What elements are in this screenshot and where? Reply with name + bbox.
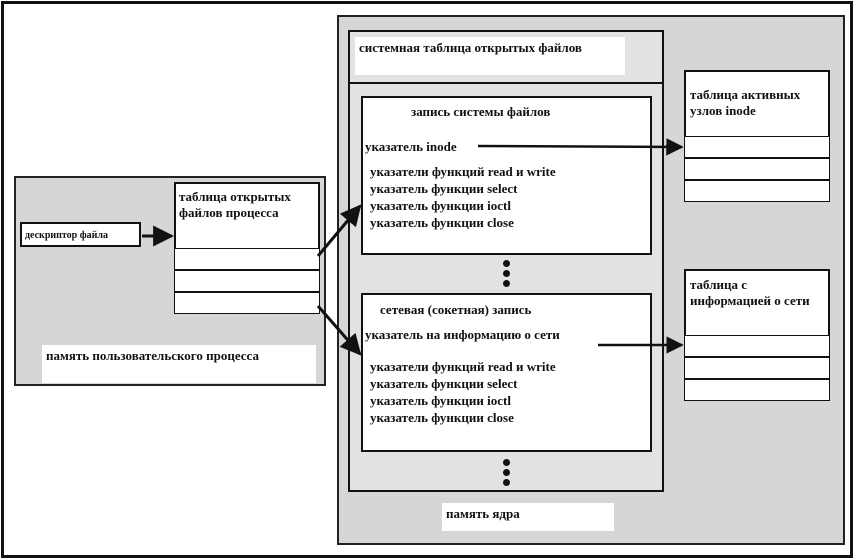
net-item: указатель функции ioctl xyxy=(370,393,511,408)
kernel-memory-label: память ядра xyxy=(442,503,614,531)
net-item: указатели функций read и write xyxy=(370,359,556,374)
fs-item: указатели функций read и write xyxy=(370,164,556,179)
ellipsis-dot xyxy=(503,459,510,466)
ellipsis-dot xyxy=(503,280,510,287)
net-pointer-label: указатель на информацию о сети xyxy=(365,327,560,342)
fs-item: указатель функции ioctl xyxy=(370,198,511,213)
fs-item: указатель функции close xyxy=(370,215,514,230)
inode-table-row xyxy=(684,158,830,180)
net-info-table-row xyxy=(684,357,830,379)
user-memory-label: память пользовательского процесса xyxy=(42,345,316,383)
ellipsis-dot xyxy=(503,260,510,267)
fs-record-box xyxy=(361,96,652,255)
fs-item: указатель функции select xyxy=(370,181,518,196)
file-descriptor-box: дескриптор файла xyxy=(20,222,141,247)
process-table-row xyxy=(174,292,320,314)
inode-table-title: таблица активных узлов inode xyxy=(690,87,801,118)
fs-record-title: запись системы файлов xyxy=(411,104,551,119)
system-table-title: системная таблица открытых файлов xyxy=(355,37,625,75)
process-to-fs-arrow xyxy=(316,204,362,257)
process-open-files-table-title: таблица открытых файлов процесса xyxy=(179,189,291,220)
process-table-row xyxy=(174,270,320,292)
net-info-table-row xyxy=(684,379,830,401)
ellipsis-dot xyxy=(503,479,510,486)
ellipsis-dot xyxy=(503,270,510,277)
net-record-box xyxy=(361,293,652,452)
net-item: указатель функции close xyxy=(370,410,514,425)
process-table-row xyxy=(174,248,320,270)
ellipsis-dot xyxy=(503,469,510,476)
net-item: указатель функции select xyxy=(370,376,518,391)
inode-table-row xyxy=(684,136,830,158)
inode-table-row xyxy=(684,180,830,202)
system-table-divider xyxy=(349,82,663,84)
net-record-title: сетевая (сокетная) запись xyxy=(380,302,532,317)
net-info-table-row xyxy=(684,335,830,357)
process-to-net-arrow xyxy=(316,305,362,356)
net-info-table-title: таблица с информацией о сети xyxy=(690,277,810,308)
inode-pointer-arrow xyxy=(477,138,684,156)
inode-pointer-label: указатель inode xyxy=(365,139,457,154)
